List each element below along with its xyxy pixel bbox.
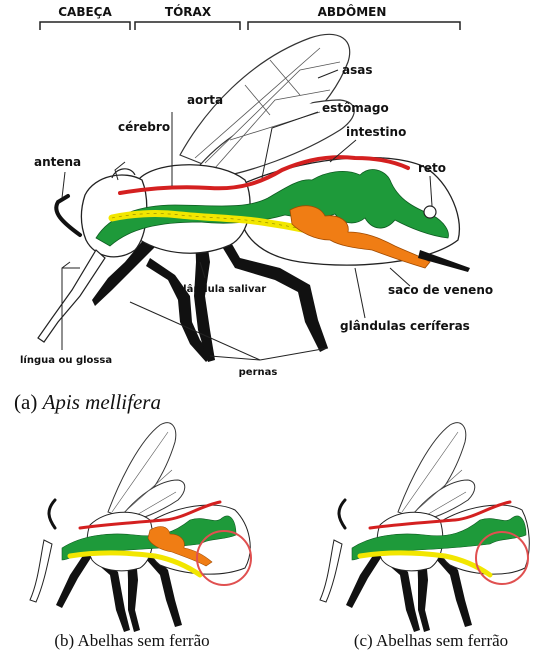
label-salivary-gland: glândula salivar xyxy=(176,283,266,295)
label-antenna: antena xyxy=(34,155,81,169)
bee-c xyxy=(320,423,529,632)
label-stomach: estômago xyxy=(322,101,389,115)
label-wings: asas xyxy=(342,63,372,77)
section-brackets xyxy=(40,22,460,30)
label-intestine: intestino xyxy=(346,125,406,139)
rectum xyxy=(424,206,436,218)
antenna-shape xyxy=(56,196,80,235)
caption-a: (a) Apis mellifera xyxy=(14,390,161,414)
section-head-label: CABEÇA xyxy=(58,5,112,19)
caption-c: (c) Abelhas sem ferrão xyxy=(354,631,508,650)
section-thorax-label: TÓRAX xyxy=(165,4,212,19)
caption-b: (b) Abelhas sem ferrão xyxy=(54,631,209,650)
label-venom-sac: saco de veneno xyxy=(388,283,493,297)
label-rectum: reto xyxy=(418,161,446,175)
label-wax-glands: glândulas ceríferas xyxy=(340,319,470,333)
caption-a-species: Apis mellifera xyxy=(41,390,161,414)
label-tongue: língua ou glossa xyxy=(20,354,112,366)
caption-a-prefix: (a) xyxy=(14,390,43,414)
label-brain: cérebro xyxy=(118,120,170,134)
label-aorta: aorta xyxy=(187,93,223,107)
section-abdomen-label: ABDÔMEN xyxy=(318,4,387,19)
label-legs: pernas xyxy=(239,367,278,378)
bee-b xyxy=(30,423,251,632)
main-bee: asas aorta estômago cérebro intestino an… xyxy=(20,34,493,378)
